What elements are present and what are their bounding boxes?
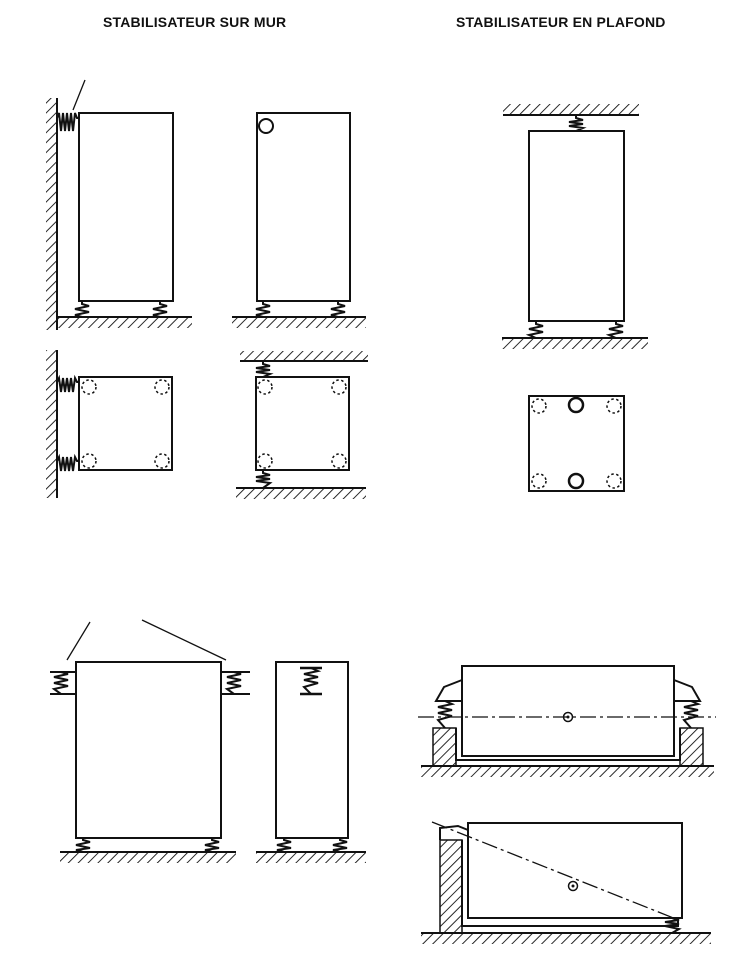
- side-bracket-side-view: [256, 661, 366, 863]
- floor-hatch: [256, 853, 366, 863]
- ceiling-front-view: [502, 104, 648, 349]
- wall-plan-view-alt: [236, 351, 368, 499]
- cabinet: [528, 130, 625, 322]
- foot-symbol: [531, 398, 547, 414]
- foot-symbol: [331, 453, 347, 469]
- ceiling-hatch: [503, 104, 639, 114]
- floor-hatch: [50, 318, 192, 328]
- floor-hatch: [60, 853, 236, 863]
- foot-symbol: [81, 379, 97, 395]
- spring-bottom: [255, 470, 273, 489]
- wall-side-view: [232, 112, 366, 328]
- leader-line: [72, 79, 86, 111]
- side-bracket: [673, 679, 702, 702]
- side-spring: [302, 667, 322, 695]
- leader-line: [66, 621, 91, 661]
- top-bracket: [439, 824, 469, 840]
- center-line: [431, 821, 677, 920]
- wall-hatch: [46, 350, 56, 498]
- cabinet: [256, 112, 351, 302]
- foot-symbol: [257, 453, 273, 469]
- wall-spring: [56, 374, 79, 393]
- leader-line: [141, 619, 227, 661]
- cabinet-plan: [78, 376, 173, 471]
- center-dot: [566, 715, 570, 719]
- floor-hatch: [421, 767, 714, 777]
- cabinet: [75, 661, 222, 839]
- center-of-gravity: [562, 711, 574, 723]
- horizontal-cabinet-bottom: [421, 821, 711, 944]
- side-bracket: [434, 679, 463, 702]
- stabilizer-symbol: [258, 118, 274, 134]
- cabinet: [461, 665, 675, 757]
- stabilizer-symbol: [567, 472, 585, 490]
- support-spring: [682, 700, 702, 729]
- heading-ceiling-stabilizer: STABILISATEUR EN PLAFOND: [456, 14, 666, 30]
- cabinet: [275, 661, 349, 839]
- support-block: [432, 727, 457, 767]
- ceiling-plan-view: [528, 395, 625, 492]
- floor-hatch: [421, 934, 711, 944]
- foot-spring: [204, 838, 220, 853]
- wall-front-view: [46, 79, 192, 330]
- floor-hatch: [232, 318, 366, 328]
- foot-spring: [525, 321, 544, 339]
- wall-spring: [56, 453, 79, 472]
- support-spring: [436, 700, 456, 729]
- foot-symbol: [531, 473, 547, 489]
- foot-symbol: [257, 379, 273, 395]
- foot-symbol: [81, 453, 97, 469]
- ceiling-spring: [568, 115, 587, 132]
- bottom-hatch: [236, 489, 366, 499]
- side-spring: [51, 671, 69, 695]
- foot-spring: [152, 301, 168, 318]
- foot-symbol: [331, 379, 347, 395]
- foot-symbol: [606, 473, 622, 489]
- cabinet-plan: [255, 376, 350, 471]
- tray: [461, 840, 679, 927]
- foot-spring: [332, 838, 348, 853]
- wall-support: [439, 839, 463, 934]
- foot-symbol: [154, 379, 170, 395]
- tray: [455, 728, 681, 761]
- spring-top: [255, 361, 274, 378]
- center-of-gravity: [567, 880, 579, 892]
- support-block: [679, 727, 704, 767]
- cabinet: [78, 112, 174, 302]
- cabinet-plan: [528, 395, 625, 492]
- foot-spring: [255, 301, 271, 318]
- side-bracket-front-view: [50, 619, 250, 863]
- foot-symbol: [606, 398, 622, 414]
- cabinet: [467, 822, 683, 919]
- horizontal-cabinet-top: [418, 665, 716, 777]
- stabilizer-symbol: [567, 396, 585, 414]
- top-hatch: [240, 351, 368, 361]
- wall-hatch: [46, 98, 56, 330]
- foot-symbol: [154, 453, 170, 469]
- heading-wall-stabilizer: STABILISATEUR SUR MUR: [103, 14, 287, 30]
- floor-hatch: [502, 339, 648, 349]
- foot-spring: [75, 838, 91, 853]
- foot-spring: [276, 838, 292, 853]
- foot-spring: [74, 301, 90, 318]
- wall-spring: [56, 112, 79, 132]
- support-spring: [664, 917, 682, 934]
- foot-spring: [605, 321, 624, 339]
- center-dot: [571, 884, 575, 888]
- foot-spring: [330, 301, 346, 318]
- wall-plan-view: [46, 350, 173, 498]
- side-spring: [224, 671, 242, 695]
